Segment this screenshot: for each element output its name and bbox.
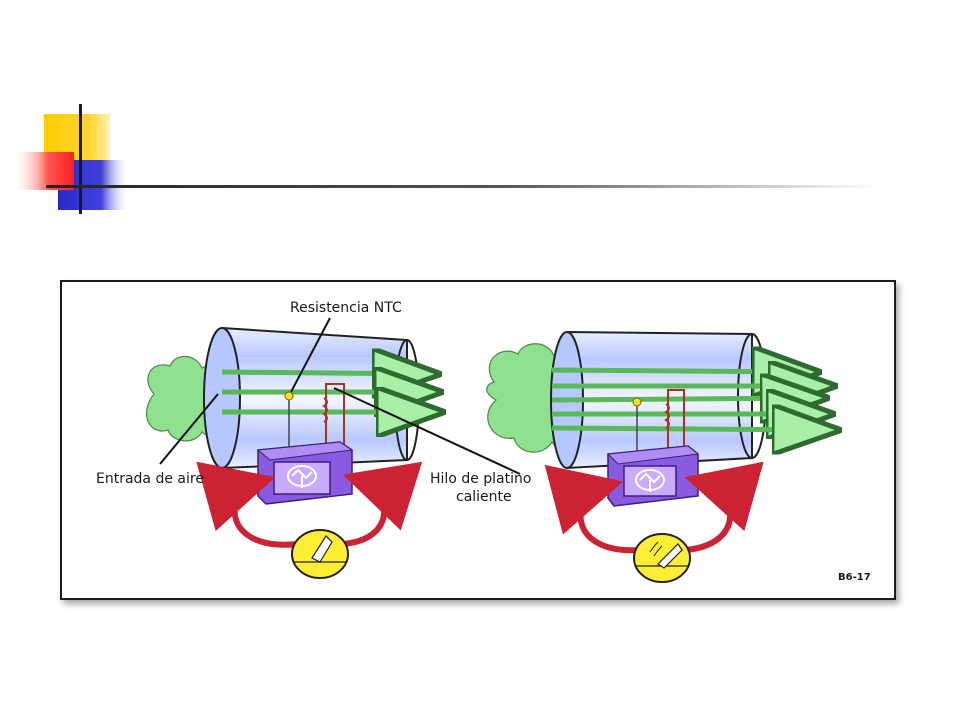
feedback-arrow-icon — [341, 461, 423, 547]
gauge-icon — [291, 529, 349, 579]
hot-wire-coil-icon — [664, 389, 685, 454]
hot-wire-coil-icon — [322, 383, 345, 452]
air-flow-arrow-icon — [551, 428, 832, 430]
air-flow-arrow-icon — [551, 398, 820, 400]
slide-decoration — [12, 104, 876, 214]
gauge-icon — [633, 533, 691, 583]
label-hot-wire-line2: caliente — [456, 489, 512, 505]
sensor-low-flow — [145, 326, 436, 579]
deco-horizontal-line — [46, 185, 876, 188]
feedback-arrow-icon — [544, 465, 639, 554]
ntc-resistor-icon — [284, 391, 294, 401]
air-flow-arrow-icon — [551, 370, 812, 372]
feedback-arrow-icon — [196, 461, 299, 548]
sensor-high-flow — [486, 330, 832, 583]
air-inlet-leader-line — [159, 393, 219, 465]
label-air-inlet: Entrada de aire — [96, 471, 204, 487]
figure-code: B6-17 — [838, 572, 871, 583]
ntc-leader-line — [290, 317, 331, 393]
deco-vertical-line — [79, 104, 82, 214]
label-ntc: Resistencia NTC — [290, 300, 402, 316]
control-module-icon — [606, 445, 700, 507]
label-hot-wire-line1: Hilo de platino — [430, 471, 531, 487]
tube-inlet — [203, 327, 241, 469]
maf-sensor-diagram: Resistencia NTC Entrada de aire Hilo de … — [96, 300, 871, 583]
control-module-icon — [256, 441, 354, 505]
ntc-resistor-icon — [632, 397, 642, 407]
deco-red-square — [12, 152, 74, 190]
hot-wire-leader-line — [333, 387, 521, 475]
figure-frame: Resistencia NTC Entrada de aire Hilo de … — [60, 280, 896, 600]
air-flow-arrow-icon — [221, 372, 432, 374]
air-flow-arrows — [551, 370, 832, 430]
feedback-arrow-icon — [684, 461, 764, 553]
air-flow-arrows — [221, 372, 436, 412]
